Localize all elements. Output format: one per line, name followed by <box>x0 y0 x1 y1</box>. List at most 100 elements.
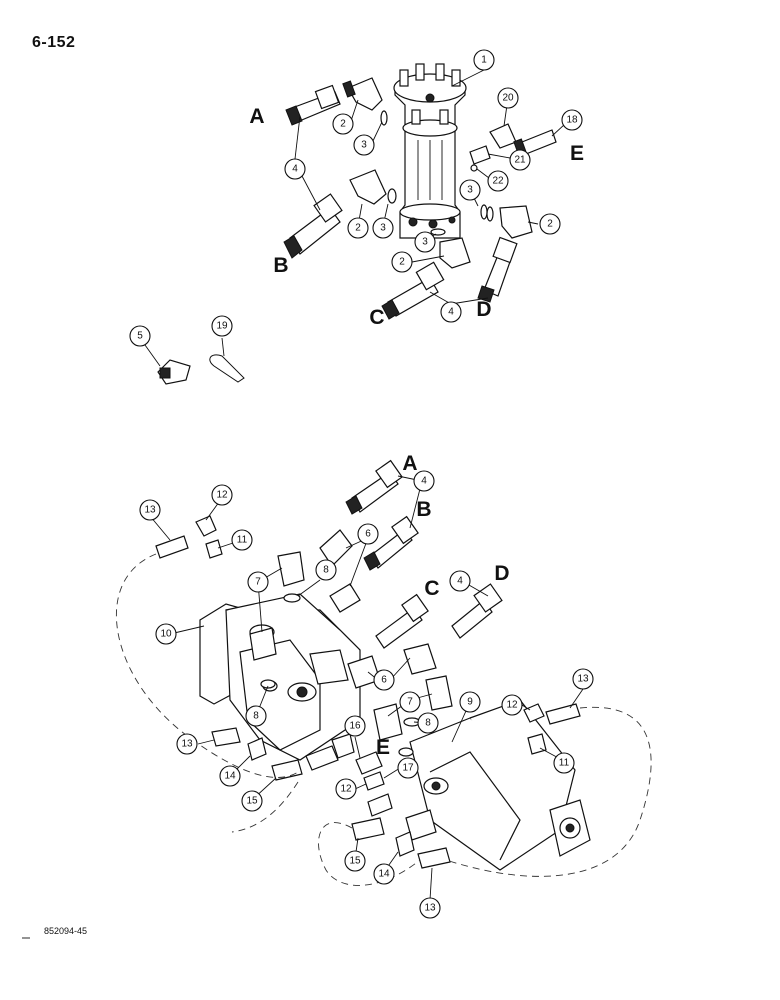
elbow-6-lower <box>347 643 437 689</box>
callout-2: 2 <box>332 113 354 135</box>
dashed-hose-left <box>115 553 299 778</box>
fitting-14-lower <box>395 831 415 857</box>
o-ring-8-d <box>398 747 414 757</box>
svg-text:8: 8 <box>323 565 329 576</box>
svg-text:13: 13 <box>424 903 436 914</box>
pump-10 <box>199 593 361 761</box>
callout-4: 4 <box>440 301 462 323</box>
svg-text:12: 12 <box>216 490 228 501</box>
callout-bubbles: 1 2 3 4 20 18 21 22 3 2 2 3 3 2 4 5 19 4… <box>129 49 594 919</box>
dashed-hose-right <box>445 706 652 877</box>
pump-9 <box>405 699 591 871</box>
hose-fitting-d-top <box>477 236 518 303</box>
svg-text:10: 10 <box>160 629 172 640</box>
page-number: 6-152 <box>32 34 76 51</box>
svg-text:2: 2 <box>399 257 405 268</box>
svg-text:15: 15 <box>246 796 258 807</box>
callout-14: 14 <box>219 765 241 787</box>
callout-7: 7 <box>399 691 421 713</box>
callout-9: 9 <box>459 691 481 713</box>
callout-14: 14 <box>373 863 395 885</box>
svg-text:22: 22 <box>492 176 504 187</box>
hose-fitting-c-top <box>381 261 445 320</box>
clamp-5 <box>157 359 191 385</box>
fitting-21 <box>469 145 491 165</box>
port-label-e-top: E <box>570 142 584 165</box>
callout-12: 12 <box>501 694 523 716</box>
port-label-b-top: B <box>273 254 288 277</box>
svg-text:7: 7 <box>255 577 261 588</box>
callout-19: 19 <box>211 315 233 337</box>
callout-2: 2 <box>391 251 413 273</box>
svg-text:17: 17 <box>402 763 414 774</box>
callout-11: 11 <box>231 529 253 551</box>
svg-text:4: 4 <box>421 476 427 487</box>
o-ring-22 <box>470 164 478 172</box>
elbow-2-c <box>439 237 471 269</box>
callout-13: 13 <box>419 897 441 919</box>
o-ring-3-d <box>480 204 488 220</box>
elbow-2-b <box>349 169 397 205</box>
svg-text:9: 9 <box>467 697 473 708</box>
svg-text:18: 18 <box>566 115 578 126</box>
svg-text:3: 3 <box>467 185 473 196</box>
port-label-e-bottom: E <box>376 736 390 759</box>
hose-fitting-c-bottom <box>375 593 429 649</box>
svg-text:14: 14 <box>378 869 390 880</box>
svg-text:4: 4 <box>292 164 298 175</box>
svg-text:8: 8 <box>253 711 259 722</box>
callout-7: 7 <box>247 571 269 593</box>
callout-10: 10 <box>155 623 177 645</box>
svg-text:5: 5 <box>137 331 143 342</box>
callout-4: 4 <box>413 470 435 492</box>
fitting-15-left <box>271 759 303 781</box>
callout-18: 18 <box>561 109 583 131</box>
svg-text:11: 11 <box>237 535 248 546</box>
callout-5: 5 <box>129 325 151 347</box>
fitting-13-right <box>545 703 581 725</box>
callout-2: 2 <box>539 213 561 235</box>
callout-1: 1 <box>473 49 495 71</box>
callout-12: 12 <box>211 484 233 506</box>
callout-11: 11 <box>553 752 575 774</box>
port-label-c-bottom: C <box>424 577 439 600</box>
dashed-hose-left-lower <box>231 781 299 833</box>
callout-6: 6 <box>373 669 395 691</box>
port-label-a-top: A <box>249 105 264 128</box>
hose-fitting-d-bottom <box>451 583 503 639</box>
svg-text:3: 3 <box>380 223 386 234</box>
svg-text:12: 12 <box>340 784 352 795</box>
hose-fitting-b-top <box>283 193 343 259</box>
fitting-13-mid-left <box>211 727 241 747</box>
callout-22: 22 <box>487 170 509 192</box>
port-labels: A B C D E A B C D E <box>249 105 584 759</box>
callout-3: 3 <box>459 179 481 201</box>
callout-13: 13 <box>572 668 594 690</box>
elbow-20 <box>489 123 517 149</box>
svg-text:3: 3 <box>361 140 367 151</box>
svg-text:15: 15 <box>349 856 361 867</box>
o-ring-3-c <box>430 228 446 236</box>
callout-8: 8 <box>315 559 337 581</box>
callout-3: 3 <box>353 134 375 156</box>
fitting-13-top-left <box>155 535 189 559</box>
fitting-16-17 <box>355 751 393 817</box>
svg-text:7: 7 <box>407 697 413 708</box>
port-label-d-bottom: D <box>494 562 509 585</box>
callout-6: 6 <box>357 523 379 545</box>
svg-text:16: 16 <box>349 721 361 732</box>
fitting-12-right <box>523 703 545 723</box>
o-ring-8-a <box>283 593 301 603</box>
callout-13: 13 <box>139 499 161 521</box>
svg-text:8: 8 <box>425 718 431 729</box>
fitting-11-right <box>527 733 547 755</box>
svg-text:2: 2 <box>355 223 361 234</box>
callout-8: 8 <box>245 705 267 727</box>
svg-text:13: 13 <box>577 674 589 685</box>
swivel-assembly <box>393 63 467 239</box>
callout-4: 4 <box>284 158 306 180</box>
port-label-d-top: D <box>476 298 491 321</box>
callout-3: 3 <box>372 217 394 239</box>
svg-text:2: 2 <box>340 119 346 130</box>
